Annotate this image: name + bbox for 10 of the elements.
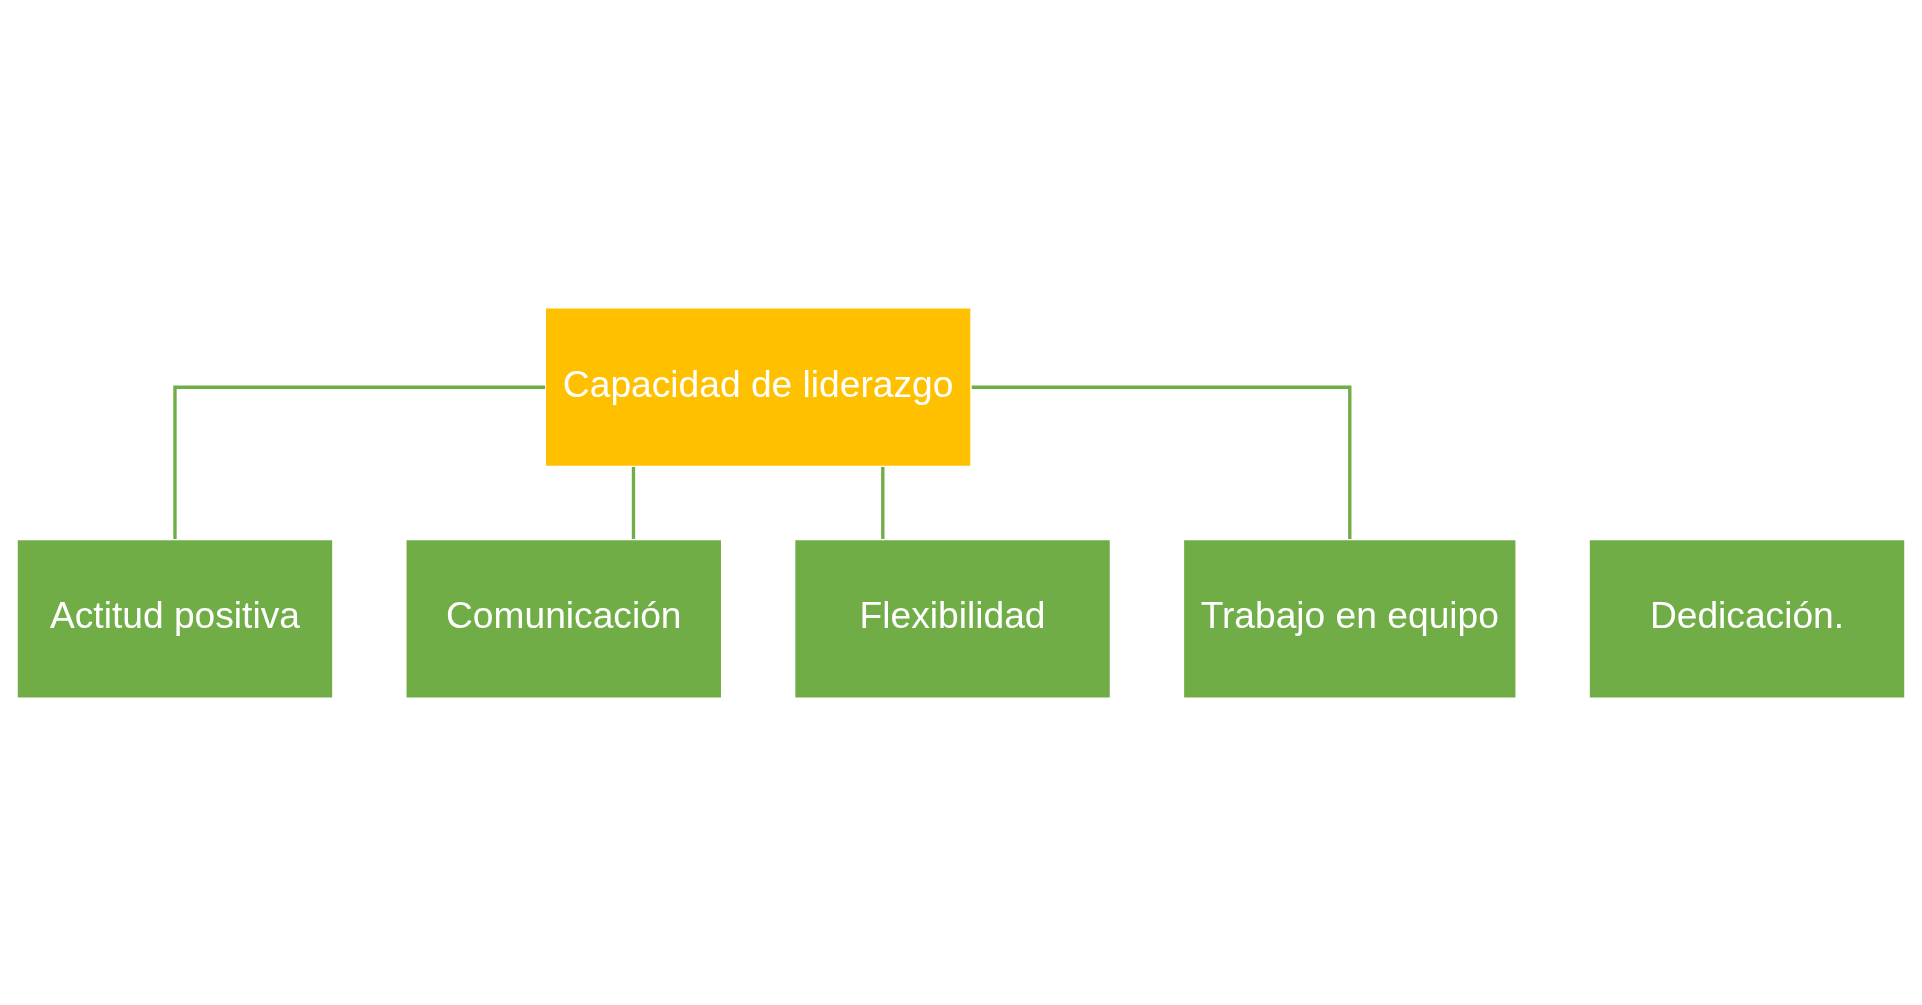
- node-box: Actitud positiva: [16, 538, 334, 699]
- node-box: Trabajo en equipo: [1182, 538, 1518, 699]
- connector: [881, 466, 885, 539]
- node-box: Comunicación: [404, 538, 723, 699]
- node-box: Capacidad de liderazgo: [544, 306, 972, 467]
- node-box: Dedicación.: [1588, 538, 1906, 699]
- node-box: Flexibilidad: [793, 538, 1112, 699]
- connector: [631, 466, 636, 539]
- connector: [971, 385, 1352, 539]
- connector: [173, 385, 546, 539]
